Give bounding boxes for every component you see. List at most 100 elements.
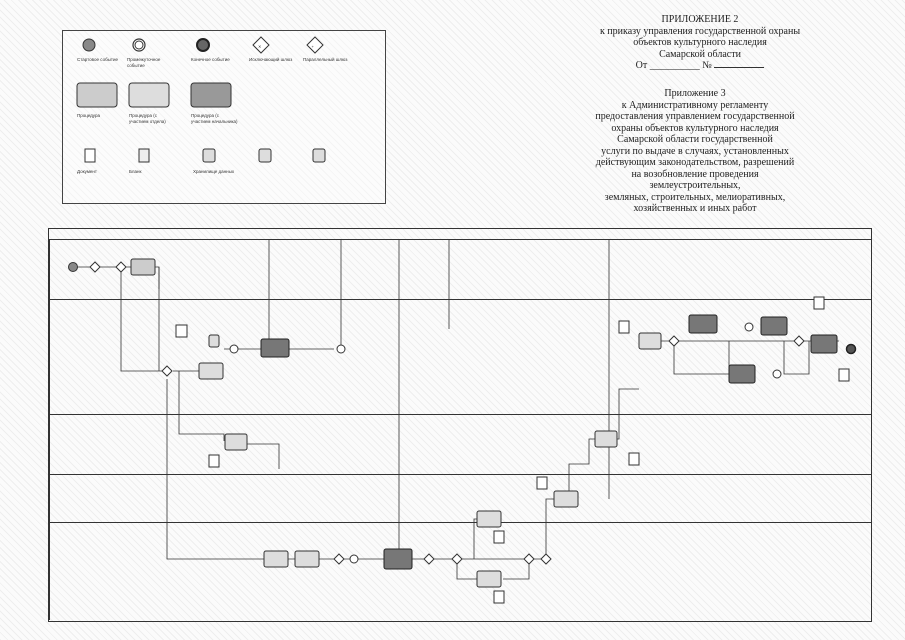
task-check-documents: [198, 362, 224, 380]
legend-label-xor: Исключающий шлюз: [249, 57, 293, 62]
sequence-flows: [73, 239, 839, 580]
appendix-3-line-6: на возобновление проведения: [631, 168, 759, 180]
lane-4: [49, 474, 871, 523]
appendix-3-line-5: действующим законодательством, разрешени…: [595, 157, 795, 168]
legend-form-icon: [138, 148, 150, 163]
legend-label-start: Стартовое событие: [77, 57, 118, 62]
task-register-request: [130, 258, 156, 276]
legend-document-icon: [84, 148, 96, 163]
task-head-alt: [728, 364, 756, 384]
gateway-1-icon: [89, 261, 101, 273]
document-5-icon: [536, 476, 548, 490]
legend-parallel-gateway-icon: [306, 36, 324, 54]
pool-title: [49, 229, 871, 240]
task-head-sign: [688, 314, 718, 334]
legend-intermediate-inner-icon: [134, 40, 144, 50]
document-4-icon: [493, 590, 505, 604]
legend-label-intermediate: Промежуточное событие: [127, 57, 161, 68]
end-event-icon: [845, 343, 857, 355]
legend-label-task: Процедура: [77, 113, 101, 118]
task-prepare-request: [224, 433, 248, 451]
task-lane2-receive: [638, 332, 662, 350]
task-lane4-register: [553, 490, 579, 508]
appendix-3-line-3: Самарской области государственной: [617, 134, 773, 145]
document-2-icon: [208, 454, 220, 468]
task-lane3-send: [594, 430, 618, 448]
legend-xor-gateway-icon: [252, 36, 270, 54]
appendix-3-line-4: услуги по выдаче в случаях, установленны…: [601, 145, 789, 157]
legend-label-end: Конечное событие: [191, 57, 230, 62]
date-value: __________: [649, 60, 700, 71]
legend-end-event-icon: [196, 38, 210, 52]
legend-box: ✕ + Стартовое событие Промежуточное собы…: [62, 30, 386, 204]
appendix-3-line-2: охраны объектов культурного наследия: [611, 122, 779, 134]
legend-task-icon: [76, 82, 118, 108]
legend-datastore-2-icon: [258, 148, 272, 163]
gateway-9-icon: [668, 335, 680, 347]
legend-label-document: Документ: [77, 169, 97, 174]
gateway-8-icon: [540, 553, 552, 565]
legend-label-form: Бланк: [129, 169, 142, 174]
task-lane5-2: [294, 550, 320, 568]
legend-start-event-icon: [82, 38, 96, 52]
task-head-review: [260, 338, 290, 358]
task-final-issue: [810, 334, 838, 354]
lane-1: [49, 239, 871, 300]
document-6-icon: [628, 452, 640, 466]
document-7-icon: [618, 320, 630, 334]
gateway-3-icon: [161, 365, 173, 377]
legend-label-datastore: Хранилище данных: [193, 169, 235, 174]
task-head-decision: [383, 548, 413, 570]
gateway-10-icon: [793, 335, 805, 347]
gateway-7-icon: [523, 553, 535, 565]
number-blank: [714, 67, 765, 68]
appendix-2-line1: к приказу управления государственной охр…: [599, 25, 801, 37]
lane-3: [49, 414, 871, 475]
svg-text:+: +: [312, 44, 315, 49]
legend-task-dept-icon: [128, 82, 170, 108]
document-3-icon: [493, 530, 505, 544]
document-1-icon: [175, 324, 188, 338]
appendix-2-title: ПРИЛОЖЕНИЕ 2: [661, 14, 739, 25]
legend-label-task-dept: Процедура (с участием отдела): [129, 113, 166, 124]
date-prefix: От: [635, 60, 648, 71]
legend-symbols: ✕ +: [76, 36, 326, 163]
legend-datastore-3-icon: [312, 148, 326, 163]
task-lane5-1: [263, 550, 289, 568]
legend-datastore-icon: [202, 148, 216, 163]
task-issue-permit: [476, 510, 502, 528]
start-event-icon: [68, 262, 78, 272]
intermediate-event-1-icon: [229, 344, 239, 354]
gateway-5-icon: [423, 553, 435, 565]
intermediate-event-2-icon: [336, 344, 346, 354]
legend-label-parallel: Параллельный шлюз: [303, 57, 348, 62]
process-pool: [48, 228, 872, 622]
appendix-3-line-9: хозяйственных и иных работ: [633, 203, 757, 214]
appendix-2-header: ПРИЛОЖЕНИЕ 2 к приказу управления госуда…: [565, 14, 835, 72]
document-9-icon: [838, 368, 850, 382]
appendix-3-header: Приложение 3 к Административному регламе…: [565, 88, 825, 215]
svg-text:✕: ✕: [258, 44, 261, 49]
appendix-2-line3: Самарской области: [659, 48, 741, 60]
appendix-3-line-1: предоставления управлением государственн…: [595, 111, 795, 122]
appendix-3-title: Приложение 3: [664, 88, 726, 99]
datastore-1-icon: [208, 334, 220, 348]
number-prefix: №: [702, 60, 712, 71]
task-issue-refusal: [476, 570, 502, 588]
intermediate-event-3-icon: [349, 554, 359, 564]
intermediate-event-4-icon: [744, 322, 754, 332]
intermediate-event-5-icon: [772, 369, 782, 379]
gateway-6-icon: [451, 553, 463, 565]
document-8-icon: [813, 296, 825, 310]
lane-2: [49, 299, 871, 415]
appendix-3-line-8: земляных, строительных, мелиоративных,: [604, 191, 786, 203]
appendix-3-line-7: землеустроительных,: [649, 180, 741, 191]
appendix-2-line2: объектов культурного наследия: [633, 37, 767, 48]
legend-label-task-head: Процедура (с участием начальника): [191, 113, 238, 124]
appendix-2-date-line: От __________ №: [565, 60, 835, 72]
gateway-4-icon: [333, 553, 345, 565]
appendix-3-line-0: к Административному регламенту: [621, 99, 769, 111]
gateway-2-icon: [115, 261, 127, 273]
legend-task-head-icon: [190, 82, 232, 108]
